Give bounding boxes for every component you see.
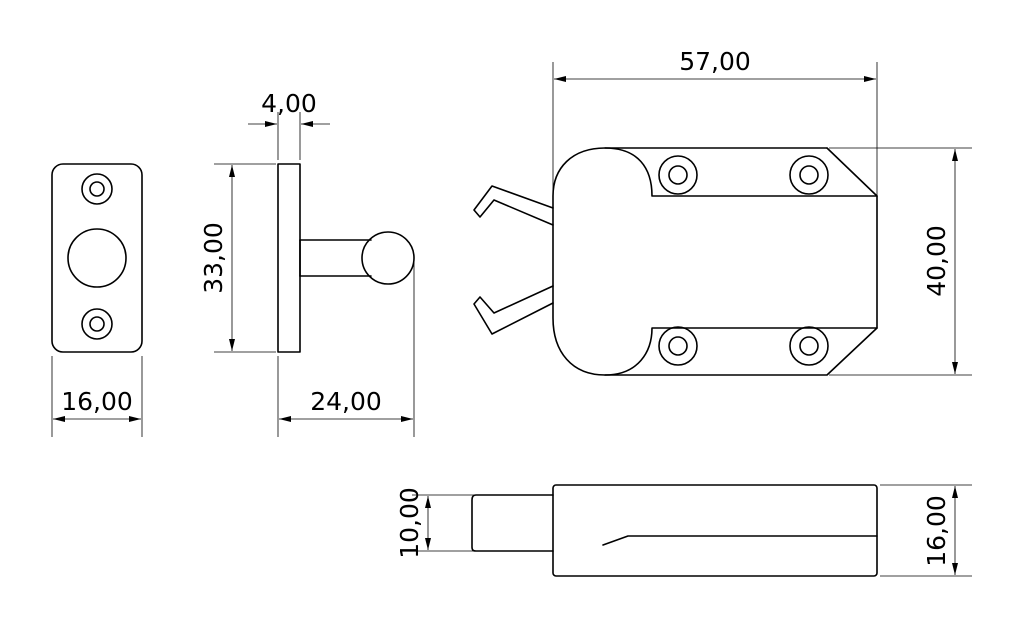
dim-text-strike-width: 16,00 — [61, 387, 133, 416]
dim-text-strike-height: 33,00 — [199, 222, 228, 294]
dimension-plunger-height: 10,00 — [395, 487, 550, 559]
dimension-latch-thickness: 16,00 — [880, 484, 972, 577]
strike-plate-side-view — [277, 163, 415, 353]
dim-text-latch-length: 57,00 — [679, 47, 751, 76]
dimension-strike-width: 16,00 — [51, 356, 143, 437]
dim-text-latch-height: 40,00 — [922, 225, 951, 297]
dim-text-plunger-height: 10,00 — [395, 487, 424, 559]
dimension-latch-height: 40,00 — [829, 147, 972, 376]
dimension-strike-height: 33,00 — [199, 163, 276, 353]
dimension-plate-thickness: 4,00 — [248, 89, 330, 160]
latch-top-view — [473, 147, 878, 376]
dimension-strike-depth: 24,00 — [277, 262, 415, 437]
strike-plate-front-view — [51, 163, 143, 353]
dim-text-latch-thickness: 16,00 — [922, 495, 951, 567]
dim-text-strike-depth: 24,00 — [310, 387, 382, 416]
latch-side-view — [471, 484, 878, 577]
dim-text-plate-thickness: 4,00 — [261, 89, 317, 118]
dimension-latch-length: 57,00 — [552, 47, 878, 300]
